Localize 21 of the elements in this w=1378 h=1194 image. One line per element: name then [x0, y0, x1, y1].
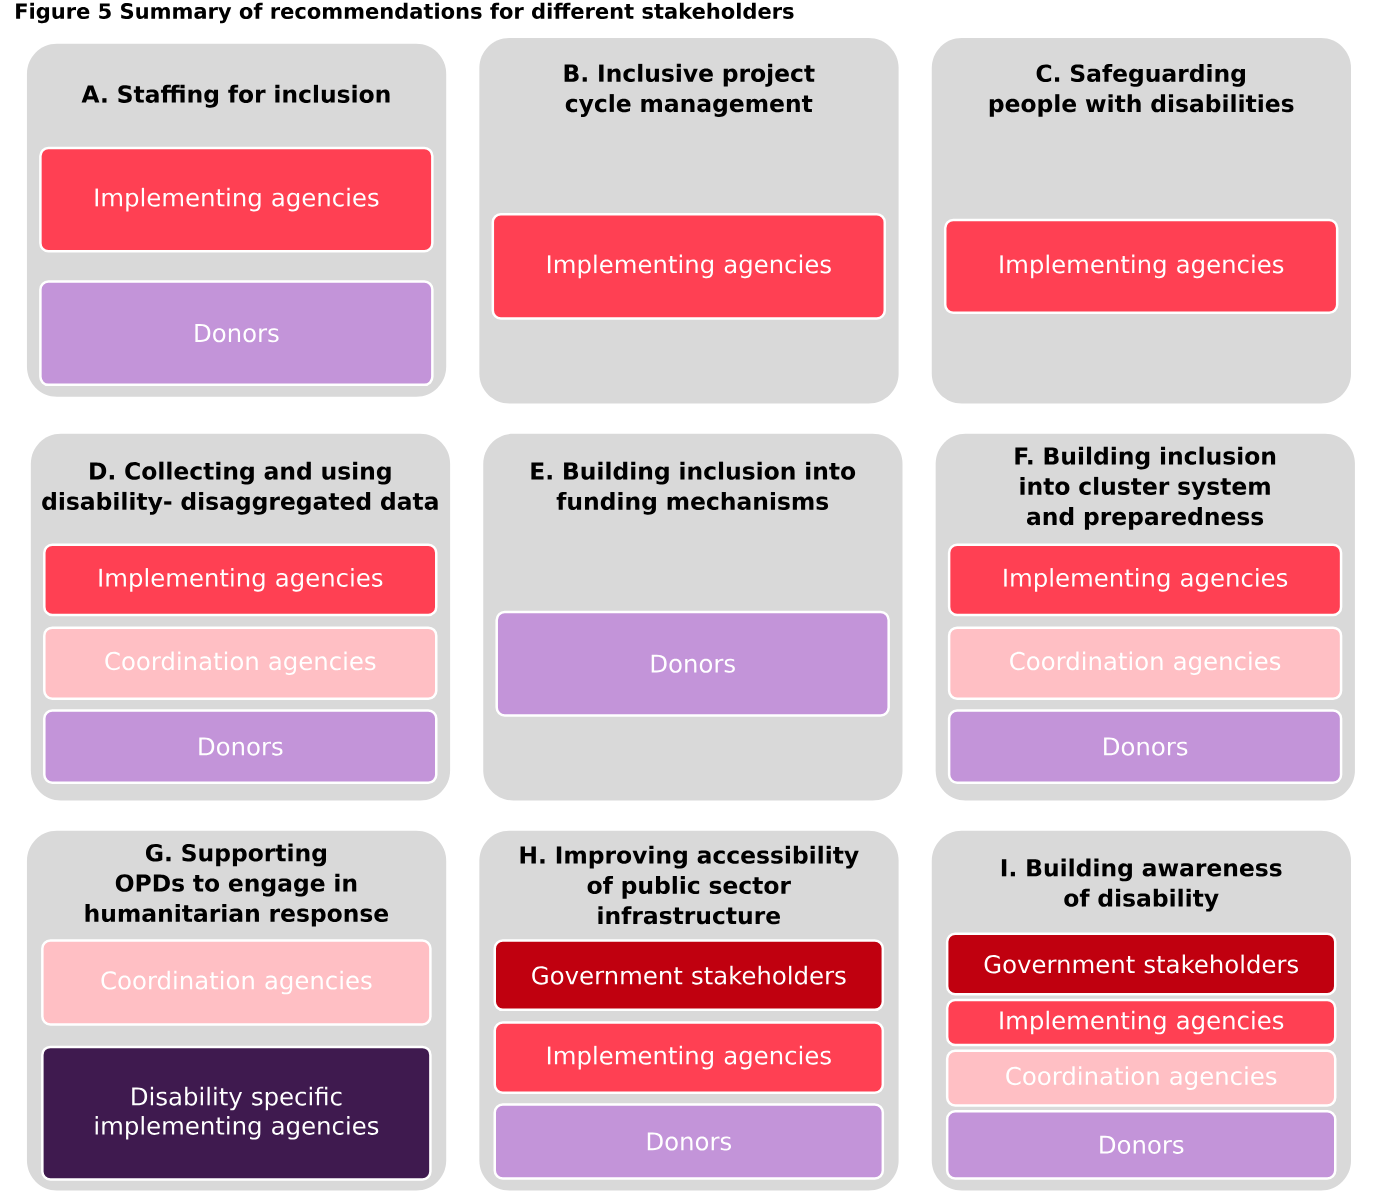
stakeholder-box: Government stakeholders	[493, 939, 885, 1012]
stakeholder-box: Donors	[39, 280, 434, 387]
stakeholder-box: Implementing agencies	[39, 146, 434, 253]
stakeholder-box: Donors	[947, 709, 1343, 784]
stakeholder-box: Implementing agencies	[945, 998, 1337, 1047]
stakeholder-box: Coordination agencies	[945, 1049, 1337, 1107]
stakeholder-box: Coordination agencies	[947, 626, 1343, 701]
stakeholder-box: Donors	[493, 1103, 885, 1180]
stakeholder-box: Implementing agencies	[947, 543, 1343, 617]
stakeholder-box: Coordination agencies	[41, 939, 432, 1026]
stakeholder-box: Government stakeholders	[945, 932, 1337, 996]
stakeholder-box: Implementing agencies	[493, 1021, 885, 1094]
stakeholder-box: Disability specific implementing agencies	[41, 1045, 432, 1181]
stakeholder-box: Donors	[495, 610, 890, 717]
figure-title: Figure 5 Summary of recommendations for different stakeholders	[16, 2, 794, 24]
stakeholder-box: Coordination agencies	[43, 626, 438, 701]
stakeholder-box: Implementing agencies	[943, 218, 1339, 314]
stakeholder-box: Donors	[43, 709, 438, 784]
stakeholder-box: Implementing agencies	[491, 213, 886, 320]
stakeholder-box: Implementing agencies	[43, 543, 438, 617]
stakeholder-box: Donors	[945, 1110, 1337, 1180]
